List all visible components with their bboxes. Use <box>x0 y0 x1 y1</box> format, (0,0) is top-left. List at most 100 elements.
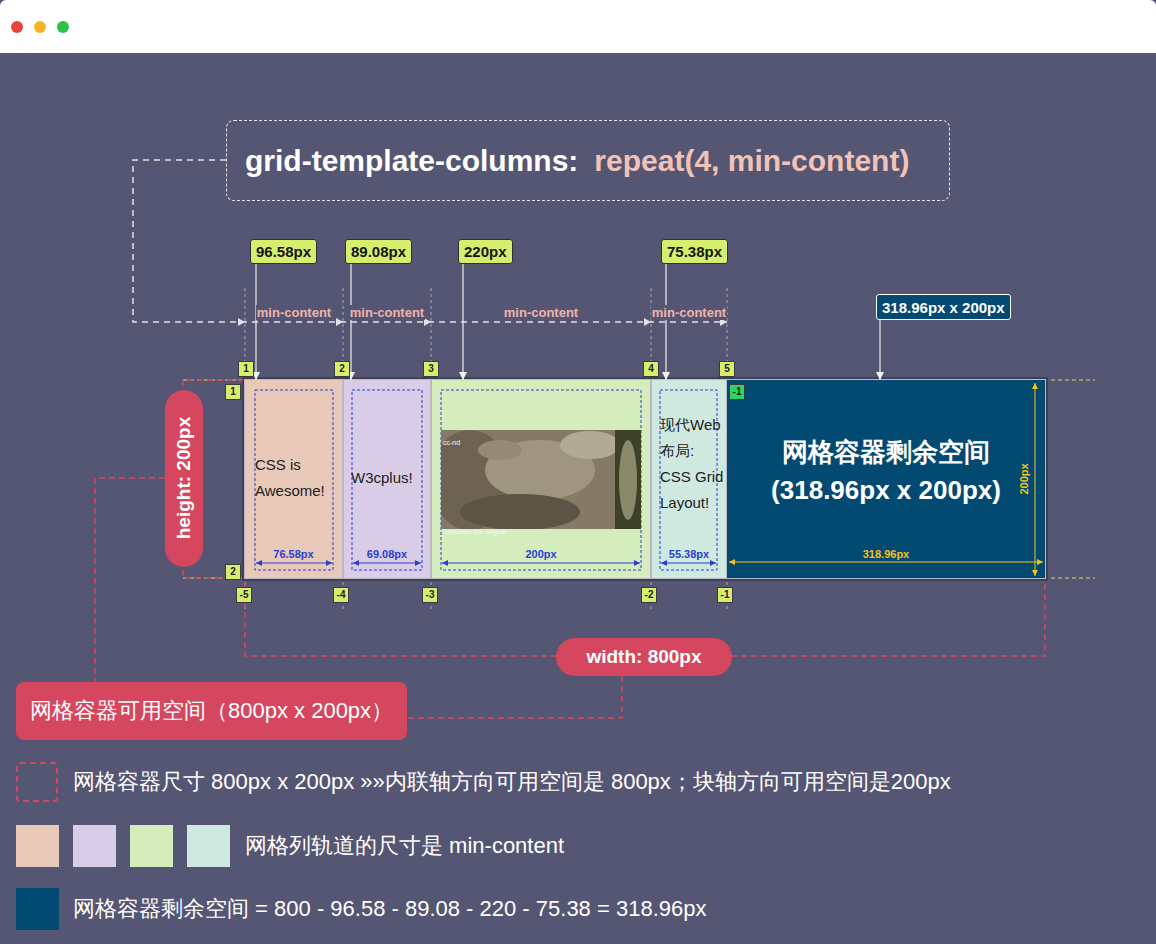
dashed-connector <box>95 478 165 682</box>
size-arrow <box>879 320 880 380</box>
content-box <box>255 390 333 570</box>
text-holder: 现代Web布局: CSS Grid Layout! <box>660 412 724 516</box>
photo-credit: Tambako the Jaguar <box>443 528 506 535</box>
item-text: CSS is Awesome! <box>255 452 340 504</box>
item-text: 318.96px <box>861 548 911 560</box>
text-holder: -1 <box>729 381 745 400</box>
line-number: 1 <box>238 361 254 377</box>
dashed-connector <box>407 676 622 718</box>
available-space-box: 网格容器可用空间（800px x 200px） <box>16 682 407 740</box>
photo-shade <box>460 494 580 529</box>
measure-line <box>661 563 716 564</box>
text-holder: -2 <box>641 584 657 603</box>
space-tag: 318.96px x 200px <box>876 294 1011 320</box>
line-number: 2 <box>225 564 241 580</box>
line-number: 4 <box>643 361 659 377</box>
code-box: grid-template-columns:repeat(4, min-cont… <box>226 120 950 201</box>
text-holder: min-content <box>629 303 749 321</box>
arrow-head <box>336 318 343 326</box>
line-number: -5 <box>236 587 252 603</box>
legend-track-sample <box>16 825 59 867</box>
line-number: 1 <box>225 384 241 400</box>
measure-line <box>353 563 421 564</box>
line-number: 3 <box>423 361 439 377</box>
grid-item: CSS is Awesome!76.58px <box>245 380 342 578</box>
node-text: width: 800px <box>586 646 701 668</box>
node-text: 96.58px <box>256 243 311 260</box>
node-text: 75.38px <box>667 243 722 260</box>
text-holder: -4 <box>333 584 349 603</box>
content-box <box>441 390 641 570</box>
text-holder: -5 <box>236 584 252 603</box>
track-size-label: min-content <box>256 305 332 320</box>
node-text: 89.08px <box>351 243 406 260</box>
text-holder: 网格容器剩余空间 = 800 - 96.58 - 89.08 - 220 - 7… <box>73 893 706 925</box>
photo-shade <box>619 440 637 520</box>
photo-credit: cc-nd <box>443 439 460 446</box>
node-text: grid-template-columns: <box>245 144 578 178</box>
photo-shade <box>441 430 510 529</box>
size-arrow <box>350 264 351 380</box>
text-holder: -1 <box>717 584 733 603</box>
legend-track-sample <box>73 825 116 867</box>
track-size-label: min-content <box>503 305 579 320</box>
measure-line <box>256 563 332 564</box>
size-tag: 96.58px <box>250 239 317 264</box>
text-holder: 4 <box>643 358 659 377</box>
node-text: 220px <box>464 243 507 260</box>
space-measures <box>729 383 1043 576</box>
node-text: 网格容器可用空间（800px x 200px） <box>30 696 393 726</box>
text-holder: 1 <box>238 358 254 377</box>
photo-ground <box>441 430 641 529</box>
legend-swatch <box>16 888 59 930</box>
text-holder: -3 <box>422 584 438 603</box>
size-tag: 75.38px <box>661 239 728 264</box>
text-holder: min-content <box>481 303 601 321</box>
line-number: 5 <box>719 361 735 377</box>
arrow-head <box>238 318 245 326</box>
measure-line <box>729 562 1043 563</box>
pill-text: height: 200px <box>173 417 195 539</box>
legend-text: 网格容器尺寸 800px x 200px »»内联轴方向可用空间是 800px；… <box>73 769 951 794</box>
measure-line <box>1035 383 1036 576</box>
legend-text: 网格容器剩余空间 = 800 - 96.58 - 89.08 - 220 - 7… <box>73 896 706 921</box>
arrow-head <box>424 318 431 326</box>
line-number: -1 <box>717 587 733 603</box>
node-text: 318.96px x 200px <box>882 299 1005 316</box>
line-number: -2 <box>641 587 657 603</box>
measure-line <box>442 563 640 564</box>
text-holder: 2 <box>225 561 241 580</box>
item-text: 网格容器剩余空间 (318.96px x 200px) <box>741 433 1031 509</box>
text-holder: 5 <box>719 358 735 377</box>
text-holder: min-content <box>234 303 354 321</box>
line-number: 2 <box>334 361 350 377</box>
grid-item: 现代Web布局: CSS Grid Layout! 55.38px <box>652 380 726 578</box>
item-text: 200px <box>523 548 558 560</box>
text-holder: cc-nd <box>443 431 460 449</box>
text-holder: 318.96px <box>727 544 1045 562</box>
text-holder: 55.38px <box>652 544 726 562</box>
legend-track-sample <box>130 825 173 867</box>
text-holder: Tambako the Jaguar <box>443 520 506 538</box>
text-holder: 200px <box>432 544 650 562</box>
window-bar <box>0 0 1156 53</box>
item-text: 55.38px <box>667 548 711 560</box>
size-arrow <box>462 264 463 380</box>
track-size-label: min-content <box>651 305 727 320</box>
item-measures <box>256 563 716 564</box>
text-holder: 网格列轨道的尺寸是 min-content <box>245 830 564 862</box>
arrow-head <box>644 318 651 326</box>
code-leader <box>133 160 727 322</box>
content-box <box>660 390 717 570</box>
grid-item: W3cplus!69.08px <box>344 380 430 578</box>
size-arrow <box>665 264 666 380</box>
leader-line <box>133 160 727 322</box>
item-text: 现代Web布局: CSS Grid Layout! <box>660 412 724 516</box>
photo-shade <box>560 431 620 459</box>
content-boxes <box>255 390 717 570</box>
window-dot <box>57 21 69 33</box>
item-text: 69.08px <box>365 548 409 560</box>
text-holder: 网格容器尺寸 800px x 200px »»内联轴方向可用空间是 800px；… <box>73 766 951 798</box>
text-holder: 69.08px <box>344 544 430 562</box>
